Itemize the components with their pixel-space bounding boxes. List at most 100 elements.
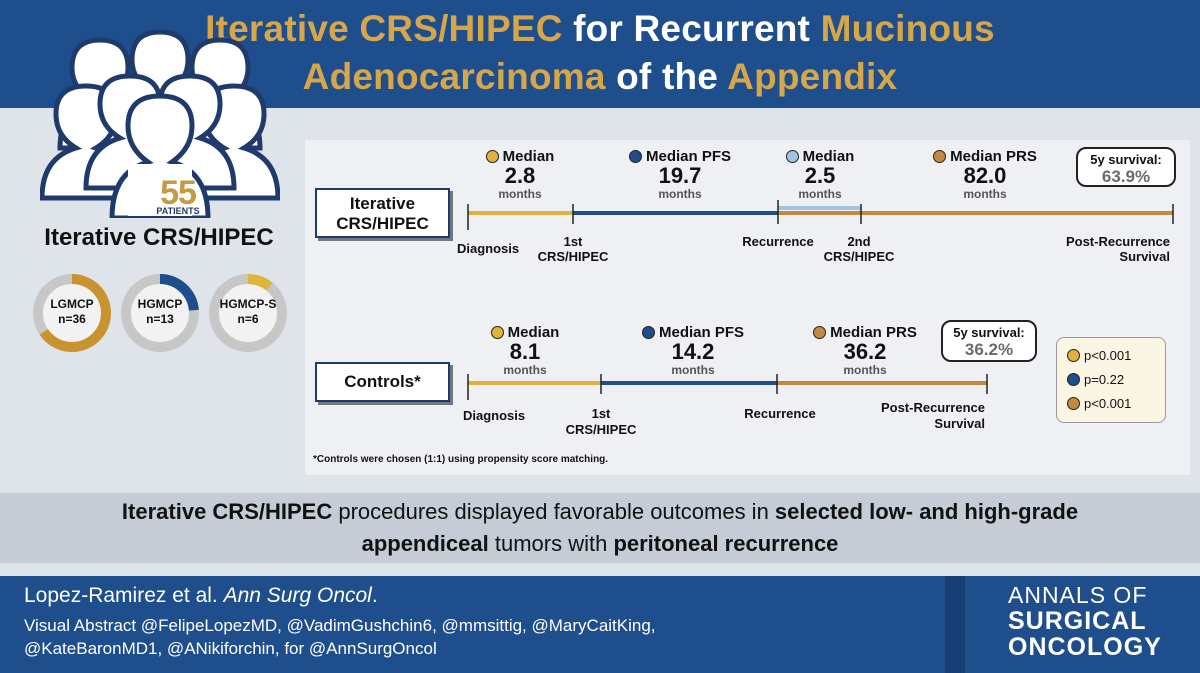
iterative-event-second-line1: 2nd	[847, 234, 871, 249]
footer: Lopez-Ramirez et al. Ann Surg Oncol. Vis…	[0, 576, 1200, 673]
controls-median-diagnosis: Median 8.1 months	[475, 324, 575, 377]
median-unit: months	[658, 187, 702, 201]
people-icon	[40, 29, 280, 218]
survival-label: 5y survival:	[953, 325, 1025, 340]
text-run: tumors with	[488, 531, 614, 556]
controls-event-diagnosis: Diagnosis	[463, 408, 526, 423]
iterative-median-second: Median 2.5 months	[775, 148, 865, 201]
controls-footnote: *Controls were chosen (1:1) using propen…	[313, 454, 609, 465]
conclusion-banner: Iterative CRS/HIPEC procedures displayed…	[0, 493, 1200, 563]
controls-label-box: Controls*	[315, 362, 450, 402]
median-unit: months	[503, 363, 547, 377]
text-run: procedures displayed favorable outcomes …	[332, 499, 775, 524]
controls-median-pfs: Median PFS 14.2 months	[623, 324, 763, 377]
controls-survival-box: 5y survival: 36.2%	[941, 320, 1037, 362]
journal-line-1: ANNALS OF	[1008, 582, 1148, 608]
conclusion-line-1: Iterative CRS/HIPEC procedures displayed…	[0, 496, 1200, 528]
survival-label: 5y survival:	[1090, 152, 1162, 167]
iterative-segment-diagnosis	[468, 211, 573, 215]
donut-label: HGMCP-S	[219, 297, 277, 311]
pvalue-box: p<0.001 p=0.22 p<0.001	[1056, 337, 1166, 423]
timeline-lines	[467, 200, 1174, 400]
iterative-event-diagnosis: Diagnosis	[457, 241, 520, 256]
median-unit: months	[671, 363, 715, 377]
donut-arc	[209, 274, 287, 352]
bronze-dot-icon	[1067, 397, 1080, 410]
citation-journal: Ann Surg Oncol	[223, 584, 372, 607]
median-heading: Median PFS	[645, 148, 731, 165]
median-unit: months	[843, 363, 887, 377]
gold-dot-icon	[485, 150, 499, 163]
median-value: 2.8	[504, 163, 536, 188]
patient-count: 55	[160, 174, 197, 212]
bronze-dot-icon	[813, 326, 827, 339]
pvalue-row: p=0.22	[1067, 368, 1155, 392]
donut-label: HGMCP	[137, 297, 183, 311]
text-run: Iterative CRS/HIPEC	[121, 499, 333, 524]
iterative-event-first-line2: CRS/HIPEC	[537, 249, 609, 264]
donut-lgmcp: LGMCP n=36	[32, 273, 112, 353]
pvalue-row: p<0.001	[1067, 392, 1155, 416]
iterative-event-second-line2: CRS/HIPEC	[823, 249, 895, 264]
iterative-label-line2: CRS/HIPEC	[336, 214, 429, 233]
iterative-segment-pfs	[573, 211, 778, 215]
title-line-1: Iterative CRS/HIPEC for Recurrent Mucino…	[0, 8, 1200, 50]
donut-n: n=36	[58, 312, 86, 326]
cohort-panel: 55 PATIENTS Iterative CRS/HIPEC LGMCP n=…	[28, 28, 290, 468]
citation-authors: Lopez-Ramirez et al.	[24, 584, 224, 607]
text-run: Iterative CRS/HIPEC	[205, 8, 563, 49]
journal-line-2: SURGICAL	[1008, 607, 1147, 635]
citation-end: .	[371, 584, 378, 607]
median-heading: Median PRS	[950, 148, 1037, 165]
controls-segment-prs	[777, 381, 987, 385]
median-heading: Median	[502, 148, 555, 165]
median-heading: Median PFS	[658, 324, 744, 341]
median-value: 2.5	[804, 163, 836, 188]
light-blue-dot-icon	[785, 150, 799, 163]
navy-dot-icon	[641, 326, 655, 339]
iterative-segment-prs	[778, 211, 1173, 215]
text-run: appendiceal	[361, 531, 489, 556]
citation: Lopez-Ramirez et al. Ann Surg Oncol.	[24, 584, 378, 608]
patient-count-label: PATIENTS	[156, 206, 200, 216]
iterative-segment-second	[778, 206, 861, 210]
iterative-label-line1: Iterative	[349, 194, 416, 213]
median-value: 36.2	[843, 339, 887, 364]
iterative-event-prs-line2: Survival	[1119, 249, 1170, 264]
median-value: 8.1	[509, 339, 541, 364]
navy-dot-icon	[1067, 373, 1080, 386]
iterative-median-prs: Median PRS 82.0 months	[920, 148, 1050, 201]
donut-arc	[33, 274, 111, 352]
credit-line-1: Visual Abstract @FelipeLopezMD, @VadimGu…	[24, 616, 656, 635]
survival-value: 36.2%	[964, 340, 1014, 359]
controls-event-prs-line2: Survival	[934, 416, 985, 431]
donut-label: LGMCP	[50, 297, 94, 311]
iterative-survival-box: 5y survival: 63.9%	[1076, 147, 1176, 187]
pvalue-text: p<0.001	[1084, 348, 1132, 363]
donut-n: n=6	[237, 312, 259, 326]
credit-line-2: @KateBaronMD1, @ANikiforchin, for @AnnSu…	[24, 639, 437, 658]
controls-label: Controls*	[344, 372, 421, 391]
donut-hgmcp: HGMCP n=13	[120, 273, 200, 353]
median-heading: Median	[802, 148, 855, 165]
gold-dot-icon	[490, 326, 504, 339]
donut-chart	[121, 274, 199, 352]
pvalue-row: p<0.001	[1067, 344, 1155, 368]
title-line-2: Adenocarcinoma of the Appendix	[0, 56, 1200, 98]
controls-segment-diagnosis	[468, 381, 601, 385]
controls-event-prs-line1: Post-Recurrence	[880, 400, 985, 415]
controls-event-recurrence: Recurrence	[744, 406, 816, 421]
text-run: Appendix	[727, 56, 898, 97]
journal-logo: ANNALS OF SURGICAL ONCOLOGY	[1008, 582, 1162, 660]
text-run: for Recurrent	[562, 8, 821, 49]
donut-n: n=13	[146, 312, 174, 326]
median-value: 82.0	[963, 163, 1007, 188]
median-value: 19.7	[658, 163, 702, 188]
median-heading: Median	[507, 324, 560, 341]
patients-figure: 55 PATIENTS	[40, 28, 280, 218]
donut-arc	[121, 274, 199, 352]
bronze-dot-icon	[933, 150, 947, 163]
iterative-event-prs-line1: Post-Recurrence	[1065, 234, 1170, 249]
median-value: 14.2	[671, 339, 715, 364]
donut-chart	[209, 274, 287, 352]
